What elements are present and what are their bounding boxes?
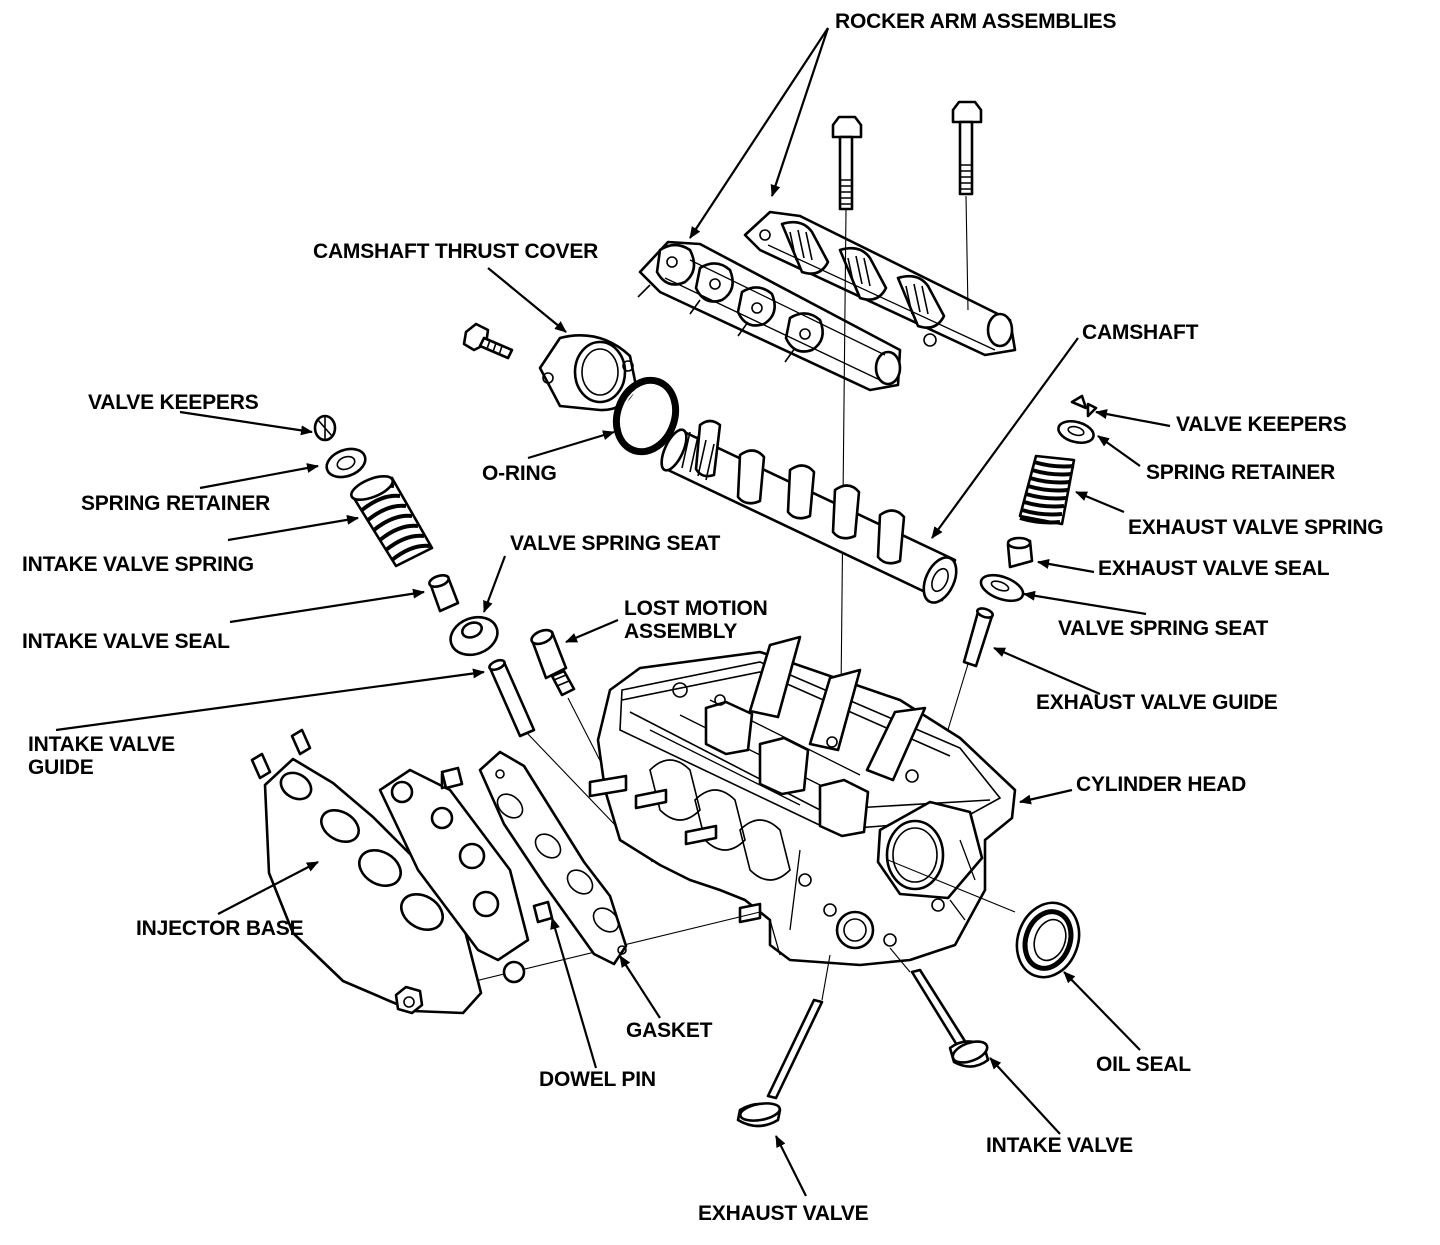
label-camshaft-thrust-cover: CAMSHAFT THRUST COVER — [313, 240, 599, 263]
label-gasket: GASKET — [626, 1019, 713, 1042]
rocker-bolt-right — [951, 100, 983, 196]
label-spring-retainer-right: SPRING RETAINER — [1146, 461, 1336, 484]
rocker-arm-assembly-rear — [743, 210, 1017, 357]
intake-valve-seal — [428, 574, 460, 613]
intake-valve-spring — [350, 474, 434, 568]
cylinder-head — [588, 635, 1017, 967]
injector-base — [250, 728, 530, 1015]
label-dowel-pin: DOWEL PIN — [539, 1068, 656, 1091]
lost-motion-assembly — [530, 628, 576, 697]
intake-valve — [910, 968, 990, 1068]
thrust-cover-bolt — [462, 322, 514, 360]
camshaft — [660, 419, 958, 604]
label-valve-keepers-left: VALVE KEEPERS — [88, 391, 259, 414]
valve-keepers-right — [1070, 394, 1098, 418]
label-valve-spring-seat-right: VALVE SPRING SEAT — [1058, 617, 1269, 640]
label-intake-valve-guide: INTAKE VALVE GUIDE — [28, 733, 175, 779]
label-lost-motion-assembly: LOST MOTION ASSEMBLY — [624, 597, 768, 643]
gasket — [478, 750, 628, 966]
camshaft-thrust-cover — [538, 334, 638, 412]
valve-spring-seat-right — [979, 573, 1025, 603]
injector-base-nut — [394, 985, 424, 1015]
o-ring — [612, 376, 680, 456]
rocker-arm-assembly-front — [637, 240, 902, 392]
label-cylinder-head: CYLINDER HEAD — [1076, 773, 1247, 796]
valve-spring-seat-left — [449, 615, 499, 657]
exhaust-valve-spring — [1018, 454, 1076, 526]
intake-valve-guide — [488, 658, 536, 738]
exhaust-valve — [736, 998, 824, 1128]
label-oil-seal: OIL SEAL — [1096, 1053, 1191, 1076]
label-camshaft: CAMSHAFT — [1082, 321, 1199, 344]
leader-lines — [55, 27, 1171, 1197]
label-injector-base: INJECTOR BASE — [136, 917, 304, 940]
rocker-bolt-left — [831, 115, 863, 211]
label-exhaust-valve-spring: EXHAUST VALVE SPRING — [1128, 516, 1384, 539]
oil-seal — [1015, 901, 1081, 979]
label-exhaust-valve: EXHAUST VALVE — [698, 1202, 869, 1225]
exhaust-valve-guide — [962, 607, 995, 668]
dowel-pin — [532, 900, 554, 924]
exhaust-valve-seal — [1006, 536, 1034, 569]
label-intake-valve: INTAKE VALVE — [986, 1134, 1133, 1157]
label-valve-spring-seat-left: VALVE SPRING SEAT — [510, 532, 721, 555]
label-exhaust-valve-seal: EXHAUST VALVE SEAL — [1098, 557, 1330, 580]
label-spring-retainer-left: SPRING RETAINER — [81, 492, 271, 515]
label-intake-valve-seal: INTAKE VALVE SEAL — [22, 630, 230, 653]
valve-keepers-left — [313, 414, 337, 442]
label-valve-keepers-right: VALVE KEEPERS — [1176, 413, 1347, 436]
label-exhaust-valve-guide: EXHAUST VALVE GUIDE — [1036, 691, 1278, 714]
dowel-pin-top — [440, 766, 464, 790]
label-intake-valve-spring: INTAKE VALVE SPRING — [22, 553, 254, 576]
spring-retainer-left — [325, 447, 367, 479]
spring-retainer-right — [1057, 419, 1095, 445]
label-o-ring: O-RING — [482, 462, 557, 485]
label-rocker-arm-assemblies: ROCKER ARM ASSEMBLIES — [835, 10, 1117, 33]
